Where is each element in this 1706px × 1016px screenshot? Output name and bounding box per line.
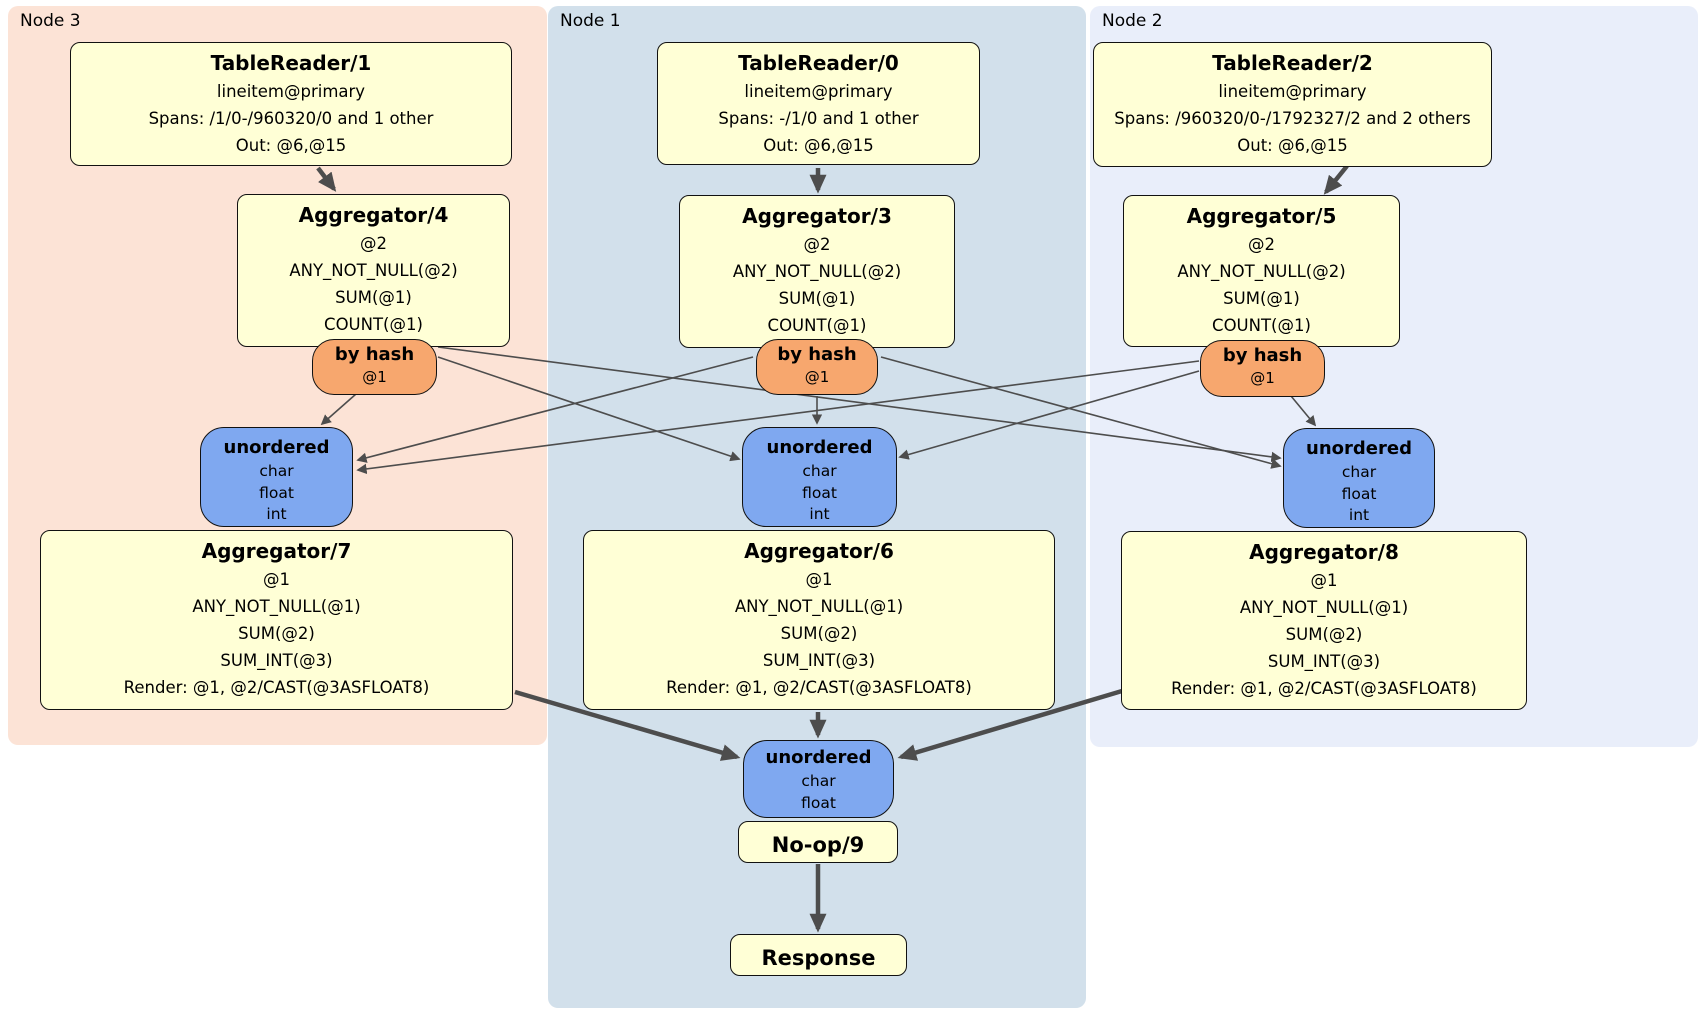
edge-tablereader1-to-aggregator4 [316, 166, 337, 192]
response-node: Response [730, 934, 907, 976]
hash-router-node2: by hash @1 [1200, 340, 1325, 397]
processor-aggregator-5: Aggregator/5 @2 ANY_NOT_NULL(@2) SUM(@1)… [1123, 195, 1400, 347]
processor-aggregator-6: Aggregator/6 @1 ANY_NOT_NULL(@1) SUM(@2)… [583, 530, 1055, 710]
processor-title: TableReader/1 [210, 51, 372, 75]
hash-router-node1: by hash @1 [756, 339, 878, 395]
processor-tablereader-1: TableReader/1 lineitem@primary Spans: /1… [70, 42, 512, 166]
processor-title: Aggregator/7 [201, 539, 352, 563]
router-title: by hash [334, 344, 415, 365]
sync-title: unordered [223, 437, 330, 458]
edge-router3-to-sync1 [437, 356, 741, 462]
sync-title: unordered [766, 437, 873, 458]
edge-router1-to-sync3 [356, 356, 754, 463]
edge-router1-to-sync2 [880, 356, 1282, 469]
processor-aggregator-8: Aggregator/8 @1 ANY_NOT_NULL(@1) SUM(@2)… [1121, 531, 1527, 710]
edge-tablereader2-to-aggregator5 [1323, 164, 1349, 195]
edge-router2-to-sync2 [1290, 395, 1317, 427]
edge-router3-to-sync2 [437, 346, 1282, 463]
processor-title: Aggregator/6 [744, 539, 894, 563]
edge-aggregator8-to-final-sync [897, 688, 1123, 761]
node-label-node3: Node 3 [20, 11, 81, 31]
processor-title: No-op/9 [771, 832, 865, 857]
edge-router3-to-sync3 [320, 393, 357, 426]
edge-router2-to-sync3 [356, 360, 1200, 475]
processor-tablereader-2: TableReader/2 lineitem@primary Spans: /9… [1093, 42, 1492, 167]
unordered-sync-node3: unordered char float int [200, 427, 353, 527]
processor-title: Aggregator/5 [1186, 204, 1337, 228]
hash-router-node3: by hash @1 [312, 339, 437, 395]
router-title: by hash [777, 344, 857, 365]
processor-aggregator-3: Aggregator/3 @2 ANY_NOT_NULL(@2) SUM(@1)… [679, 195, 955, 348]
processor-title: Aggregator/4 [298, 203, 449, 227]
processor-title: Aggregator/8 [1249, 540, 1399, 564]
node-label-node1: Node 1 [560, 11, 621, 31]
processor-title: TableReader/0 [738, 51, 899, 75]
node-label-node2: Node 2 [1102, 11, 1163, 31]
sync-title: unordered [1306, 438, 1412, 459]
processor-aggregator-7: Aggregator/7 @1 ANY_NOT_NULL(@1) SUM(@2)… [40, 530, 513, 710]
edge-aggregator7-to-final-sync [514, 689, 741, 761]
processor-title: TableReader/2 [1212, 51, 1373, 75]
processor-noop-9: No-op/9 [738, 821, 898, 863]
response-title: Response [761, 945, 876, 970]
sync-title: unordered [765, 747, 872, 768]
processor-title: Aggregator/3 [742, 204, 892, 228]
edge-router2-to-sync1 [898, 370, 1200, 460]
processor-aggregator-4: Aggregator/4 @2 ANY_NOT_NULL(@2) SUM(@1)… [237, 194, 510, 347]
processor-tablereader-0: TableReader/0 lineitem@primary Spans: -/… [657, 42, 980, 165]
unordered-sync-final: unordered char float [743, 740, 894, 818]
router-title: by hash [1222, 345, 1303, 366]
unordered-sync-node2: unordered char float int [1283, 428, 1435, 528]
unordered-sync-node1: unordered char float int [742, 427, 897, 527]
